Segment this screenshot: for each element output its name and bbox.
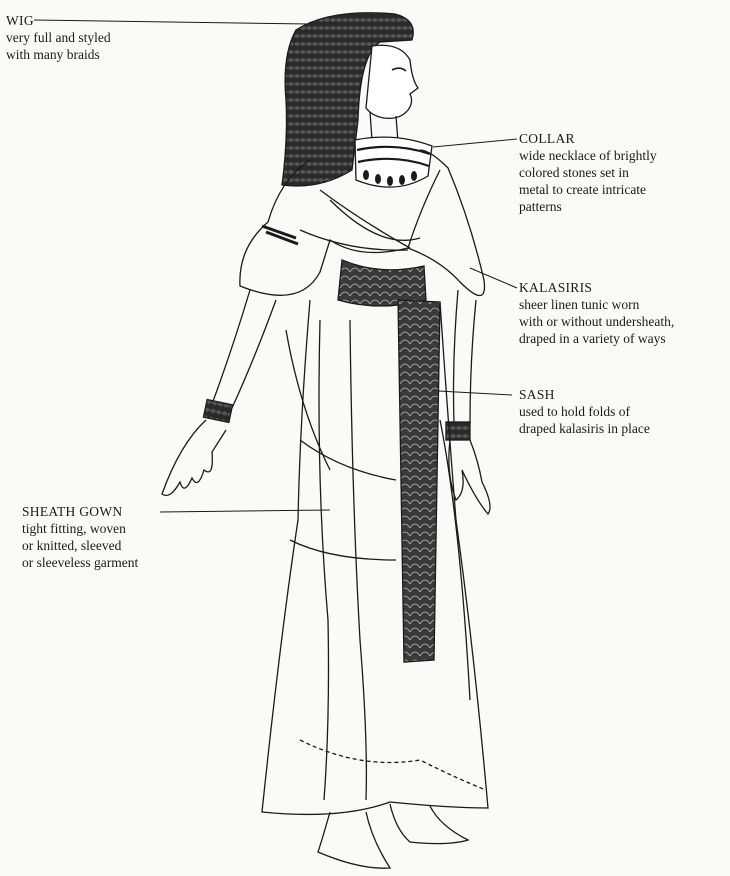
collar-title: COLLAR bbox=[519, 130, 724, 147]
wig-desc: very full and styled with many braids bbox=[6, 29, 196, 63]
egyptian-woman-figure bbox=[162, 13, 490, 868]
sheath-title: SHEATH GOWN bbox=[22, 503, 192, 520]
kalasiris-title: KALASIRIS bbox=[519, 279, 724, 296]
sash-title: SASH bbox=[519, 386, 724, 403]
kalasiris-desc: sheer linen tunic worn with or without u… bbox=[519, 296, 724, 347]
wig-title: WIG bbox=[6, 12, 196, 29]
collar-leader bbox=[433, 139, 517, 147]
collar-label: COLLAR wide necklace of brightly colored… bbox=[519, 130, 724, 215]
left-arm bbox=[212, 290, 276, 408]
feet bbox=[318, 804, 468, 868]
leader-lines bbox=[34, 20, 517, 512]
sheath-desc: tight fitting, woven or knitted, sleeved… bbox=[22, 520, 192, 571]
sash-shape bbox=[338, 260, 426, 306]
kalasiris-leader bbox=[470, 268, 517, 288]
kalasiris-label: KALASIRIS sheer linen tunic worn with or… bbox=[519, 279, 724, 347]
left-bracelet bbox=[203, 399, 232, 422]
left-hand bbox=[162, 420, 226, 496]
sash-desc: used to hold folds of draped kalasiris i… bbox=[519, 403, 724, 437]
sheath-label: SHEATH GOWN tight fitting, woven or knit… bbox=[22, 503, 192, 571]
right-arm bbox=[454, 290, 477, 424]
face-shape bbox=[366, 45, 418, 118]
wig-label: WIG very full and styled with many braid… bbox=[6, 12, 196, 63]
sash-label: SASH used to hold folds of draped kalasi… bbox=[519, 386, 724, 437]
collar-desc: wide necklace of brightly colored stones… bbox=[519, 147, 724, 215]
